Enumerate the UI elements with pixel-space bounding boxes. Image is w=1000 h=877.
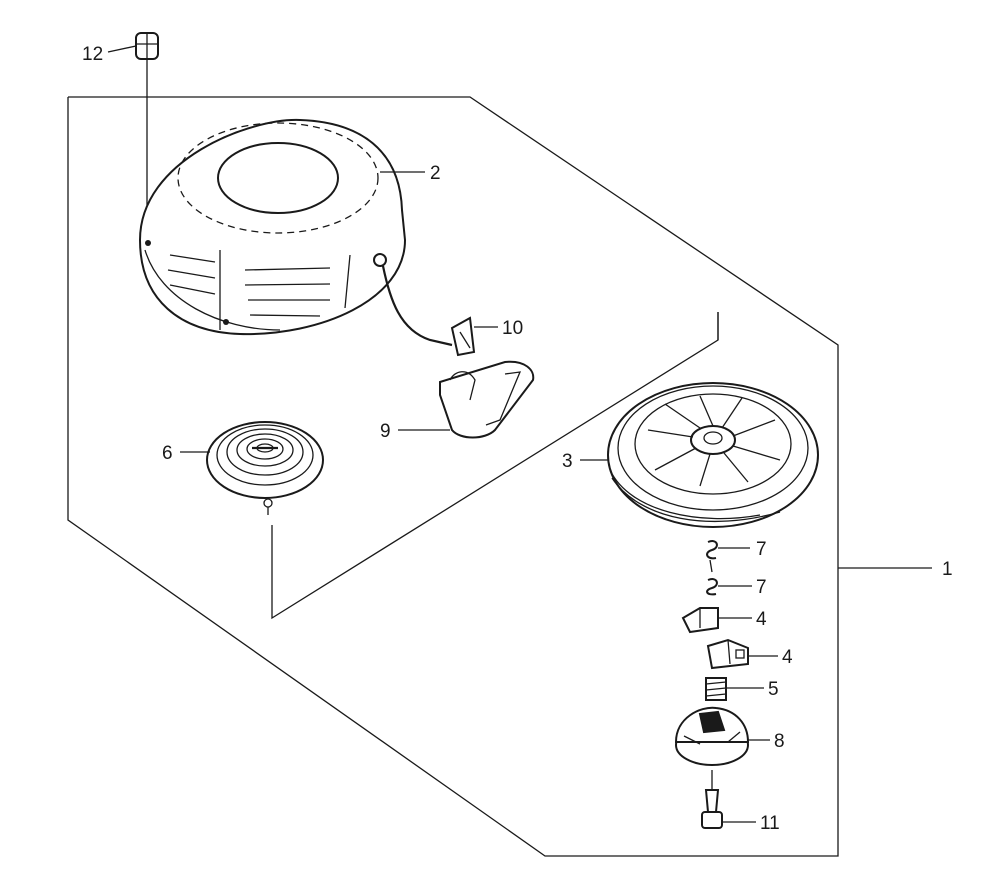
- leader-lines: [107, 45, 932, 823]
- callout-2: 2: [430, 163, 441, 184]
- callout-9: 9: [380, 421, 391, 442]
- callout-8: 8: [774, 731, 785, 752]
- drive-plate-part-8: [674, 706, 750, 766]
- callout-4-upper: 4: [756, 609, 767, 630]
- callout-4-lower: 4: [782, 647, 793, 668]
- callout-1: 1: [942, 559, 953, 580]
- recoil-spring-part-6: [206, 421, 324, 515]
- bolt-part-12: [135, 32, 159, 205]
- callout-5: 5: [768, 679, 779, 700]
- small-spring-part-7-upper: [706, 540, 718, 573]
- reel-pulley-part-3: [607, 382, 819, 528]
- small-spring-part-7-lower: [706, 578, 718, 596]
- ratchet-part-4-lower: [706, 638, 749, 670]
- callout-7-lower: 7: [756, 577, 767, 598]
- starter-housing-part-2: [138, 118, 453, 347]
- callout-12: 12: [82, 44, 103, 65]
- callout-labels: 12 2 10 9 6 3 7 7 4 4 5 8 11 1: [82, 44, 953, 834]
- callout-6: 6: [162, 443, 173, 464]
- callout-7-upper: 7: [756, 539, 767, 560]
- ratchet-part-4-upper: [681, 607, 719, 634]
- rope-clip-part-10: [450, 316, 476, 357]
- starter-grip-part-9: [439, 360, 535, 439]
- assembly-boundary: [67, 96, 839, 857]
- callout-10: 10: [502, 318, 523, 339]
- callout-11: 11: [760, 813, 780, 834]
- compression-spring-part-5: [705, 677, 727, 701]
- screw-part-11: [701, 770, 723, 829]
- callout-3: 3: [562, 451, 573, 472]
